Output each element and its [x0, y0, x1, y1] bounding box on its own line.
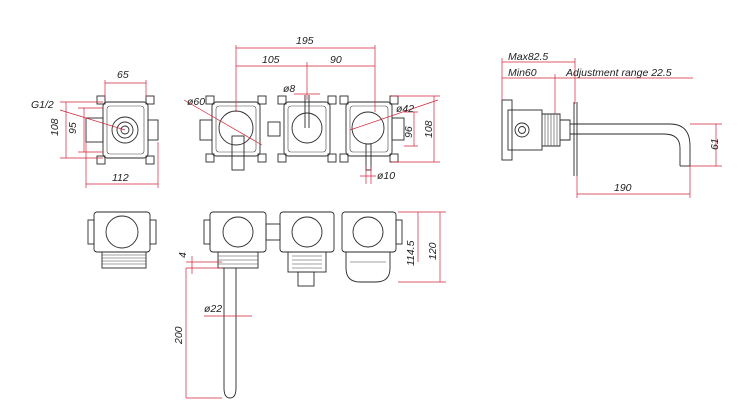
dim-195: 195 [296, 35, 314, 47]
dim-4: 4 [177, 252, 189, 258]
dim-min: Min60 [508, 67, 537, 79]
dim-96: 96 [403, 126, 415, 138]
dim-90: 90 [330, 54, 342, 66]
dim-114-5: 114.5 [405, 240, 417, 266]
dim-adjustment: Adjustment range 22.5 [565, 67, 672, 79]
dim-108-left: 108 [49, 118, 61, 136]
side-view-dimensions [501, 58, 722, 198]
dim-95: 95 [67, 122, 79, 134]
dim-g12: G1/2 [31, 99, 54, 111]
dim-phi60: ø60 [187, 96, 205, 108]
top-view-dimensions [185, 211, 446, 399]
dim-phi10: ø10 [377, 170, 395, 182]
dim-190: 190 [614, 182, 632, 194]
dim-112: 112 [112, 172, 129, 184]
single-box-front-view [85, 95, 159, 165]
single-box-dimensions [59, 80, 159, 188]
side-view [501, 99, 691, 176]
triple-box-front-view [199, 95, 405, 171]
dim-max: Max82.5 [508, 51, 548, 63]
dim-65: 65 [117, 69, 129, 81]
dim-phi22: ø22 [204, 303, 222, 315]
dim-120: 120 [427, 242, 439, 260]
dim-108-right: 108 [423, 120, 435, 138]
dim-phi42: ø42 [396, 103, 414, 115]
dim-61: 61 [709, 138, 721, 150]
dim-200: 200 [173, 326, 185, 345]
triple-box-dimensions [183, 45, 440, 184]
dim-phi8: ø8 [283, 83, 295, 95]
dim-105: 105 [262, 54, 280, 66]
triple-box-top-view [203, 211, 403, 399]
single-box-top-view [87, 211, 157, 269]
